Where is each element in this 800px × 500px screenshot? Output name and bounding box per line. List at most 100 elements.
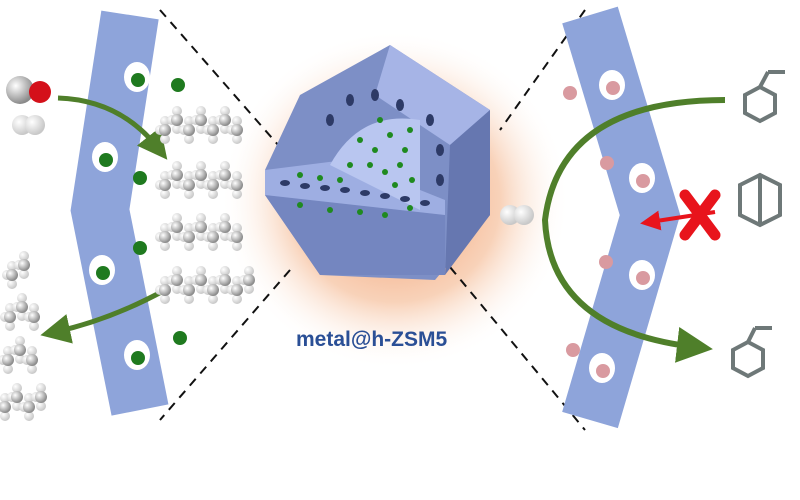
co-h2-molecules [6,76,51,135]
carbon-atom [14,344,26,356]
carbon-atom [11,391,23,403]
carbon-atom [171,114,183,126]
hydrogen-atom [7,279,17,289]
hydrogen-atom [232,294,242,304]
hydrogen-atom [160,241,170,251]
carbon-atom [23,401,35,413]
carbon-atom [159,284,171,296]
carbon-atom [26,354,38,366]
hydrogen-atom [0,411,10,421]
carbon-atom [16,301,28,313]
carbon-atom [207,284,219,296]
hydrogen-atom [184,294,194,304]
carbon-atom [171,221,183,233]
carbon-atom [183,284,195,296]
carbon-atom [231,231,243,243]
carbon-atom [171,169,183,181]
hydrogen-atom [36,401,46,411]
hydrogen-atom [24,411,34,421]
hydrogen-atom [220,266,230,276]
carbon-atom [207,179,219,191]
carbon-atom [219,169,231,181]
carbon-atom [183,179,195,191]
right-pores [563,70,655,383]
carbon-atom [171,274,183,286]
carbon-atom [219,221,231,233]
hydrogen-atom [184,134,194,144]
h2-molecule [500,205,534,225]
carbon-atom [195,221,207,233]
hydrogen-atom [5,321,15,331]
hydrogen-atom [220,161,230,171]
carbon-atom [183,124,195,136]
hydrogen-atom [232,171,242,181]
hydrogen-atom [196,266,206,276]
carbon-atom [35,391,47,403]
left-zeolite-channel [70,10,169,416]
carbon-atom [207,231,219,243]
carbon-atom [231,179,243,191]
hydrogen-atom [232,223,242,233]
hydrogen-atom [19,269,29,279]
carbon-atom [4,311,16,323]
blocked-x-icon [679,189,721,241]
crystal-pores [280,89,444,206]
hydrogen-atom [19,251,29,261]
hydrogen-atom [220,106,230,116]
hydrogen-atom [208,134,218,144]
hydrogen-atom [208,241,218,251]
arrow-products-out [40,287,167,344]
hydrogen-atom [29,303,39,313]
hydrogen-atom [3,364,13,374]
hydrogen-atom [244,266,254,276]
carbon-atom [2,354,14,366]
carbon-atom [243,274,255,286]
carbon-atom [195,169,207,181]
hydrogen-atom [160,134,170,144]
hydrogen-atom [27,346,37,356]
carbon-atom [231,124,243,136]
hydrogen-atom [172,266,182,276]
hydrogen-atom [232,189,242,199]
hydrogen-atom [12,383,22,393]
aromatic-molecules [731,70,785,379]
hydrogen-atom [196,213,206,223]
hydrogen-atom [29,321,39,331]
carbon-atom [159,231,171,243]
hydrogen-atom [232,116,242,126]
hydrogen-atom [196,106,206,116]
hydrogen-atom [17,293,27,303]
hydrogen-atom [220,213,230,223]
carbon-atom [207,124,219,136]
hydrogen-atom [184,241,194,251]
carbon-atom [183,231,195,243]
crystal-metal-particles [297,117,415,218]
arrow-hydrogenation [541,97,726,363]
carbon-atom [219,114,231,126]
hydrogen-atom [244,284,254,294]
left-pores [89,62,187,370]
hydrogen-atom [27,364,37,374]
carbon-atom [6,269,18,281]
carbon-atom [159,179,171,191]
carbon-atom [231,284,243,296]
hydrogen-atom [36,383,46,393]
catalyst-label: metal@h-ZSM5 [296,328,448,351]
arrow-syngas-in [57,95,168,160]
carbon-atom [195,274,207,286]
hydrogen-atom [160,294,170,304]
hydrocarbon-chains [0,106,255,421]
carbon-atom [28,311,40,323]
hydrogen-atom [15,336,25,346]
carbon-atom [219,274,231,286]
hydrogen-atom [232,134,242,144]
hydrogen-atom [172,213,182,223]
hydrogen-atom [172,106,182,116]
zeolite-crystal [265,45,490,280]
hydrogen-atom [184,189,194,199]
carbon-atom [195,114,207,126]
hydrogen-atom [232,241,242,251]
carbon-atom [0,401,11,413]
